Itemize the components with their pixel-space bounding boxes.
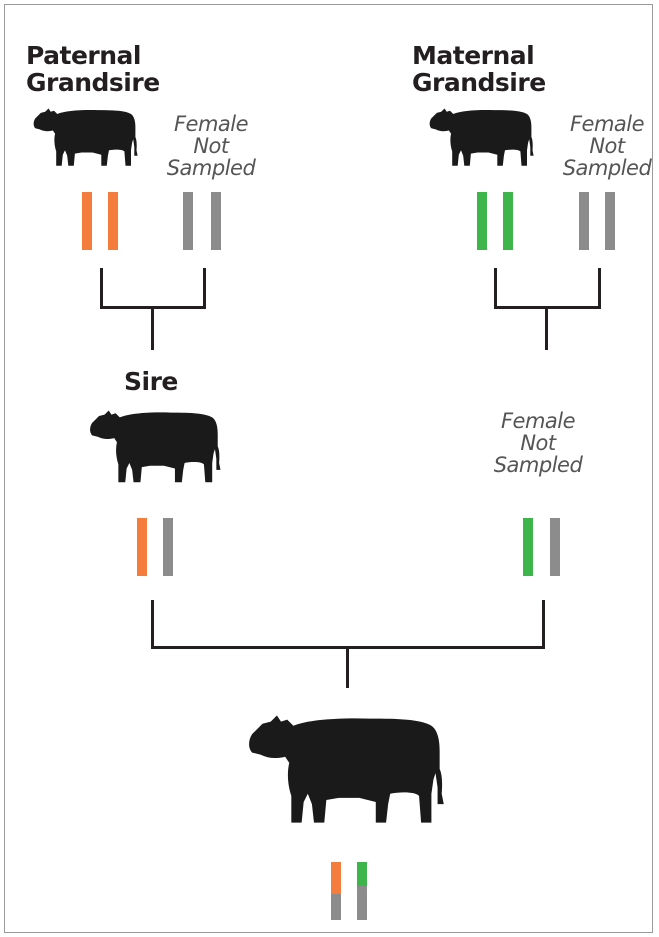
sampled-label: Sampled	[552, 157, 659, 179]
parent-bracket-stem	[346, 646, 349, 688]
offspring-allele-2-top	[357, 862, 367, 886]
sampled-label: Sampled	[478, 454, 598, 476]
dam-allele-paternal	[523, 518, 533, 576]
paternal-bracket-left	[100, 268, 103, 308]
sire-label: Sire	[124, 368, 178, 395]
maternal-grandsire-label-line1: Maternal	[412, 42, 546, 69]
not-label: Not	[552, 135, 659, 157]
offspring-bull-icon	[246, 700, 452, 834]
maternal-granddam-allele-2	[605, 192, 615, 250]
sire-allele-maternal	[163, 518, 173, 576]
maternal-grandsire-bull-icon	[428, 100, 538, 172]
offspring-allele-1-bottom	[331, 894, 341, 920]
paternal-bracket-right	[203, 268, 206, 308]
parent-bracket-left	[151, 600, 154, 648]
maternal-grandsire-allele-2	[503, 192, 513, 250]
paternal-grandsire-label: Paternal Grandsire	[26, 42, 160, 96]
maternal-grandsire-allele-1	[477, 192, 487, 250]
paternal-grandsire-bull-icon	[32, 100, 142, 172]
sire-allele-paternal	[137, 518, 147, 576]
parent-bracket-right	[542, 600, 545, 648]
female-label: Female	[478, 410, 598, 432]
maternal-granddam-not-sampled-label: Female Not Sampled	[552, 113, 659, 179]
offspring-allele-2-bottom	[357, 886, 367, 920]
maternal-bracket-right	[598, 268, 601, 308]
maternal-granddam-allele-1	[579, 192, 589, 250]
offspring-allele-1-top	[331, 862, 341, 894]
maternal-grandsire-label-line2: Grandsire	[412, 69, 546, 96]
dam-allele-maternal	[550, 518, 560, 576]
paternal-grandsire-allele-2	[108, 192, 118, 250]
dam-not-sampled-label: Female Not Sampled	[478, 410, 598, 476]
female-label: Female	[156, 113, 266, 135]
paternal-grandmother-not-sampled-label: Female Not Sampled	[156, 113, 266, 179]
maternal-grandsire-label: Maternal Grandsire	[412, 42, 546, 96]
paternal-bracket-stem	[151, 306, 154, 350]
paternal-granddam-allele-1	[183, 192, 193, 250]
paternal-granddam-allele-2	[211, 192, 221, 250]
paternal-grandsire-allele-1	[82, 192, 92, 250]
paternal-grandsire-label-line2: Grandsire	[26, 69, 160, 96]
sire-bull-icon	[88, 400, 226, 490]
maternal-bracket-left	[494, 268, 497, 308]
not-label: Not	[478, 432, 598, 454]
sampled-label: Sampled	[156, 157, 266, 179]
maternal-bracket-stem	[545, 306, 548, 350]
female-label: Female	[552, 113, 659, 135]
not-label: Not	[156, 135, 266, 157]
paternal-grandsire-label-line1: Paternal	[26, 42, 160, 69]
